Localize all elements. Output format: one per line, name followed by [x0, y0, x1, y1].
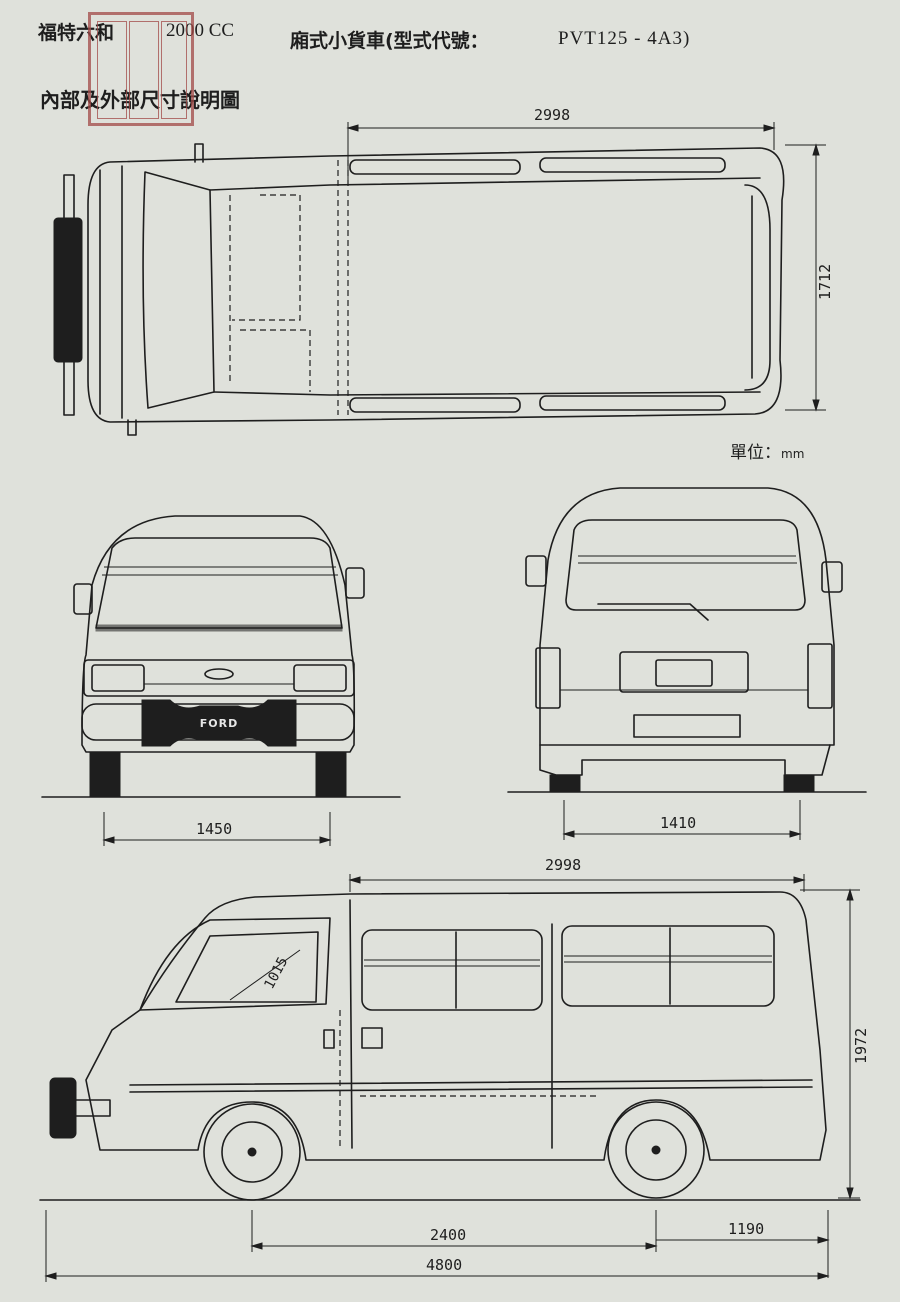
dim-top-width: 1712 [816, 264, 834, 300]
front-right-tyre [315, 751, 347, 797]
front-left-tyre [89, 751, 121, 797]
dim-overall-length: 4800 [426, 1256, 462, 1274]
rear-left-tyre [549, 774, 581, 792]
dim-wheelbase: 2400 [430, 1226, 466, 1244]
top-front-bumper-guard [53, 217, 83, 363]
engine-size: 2000 CC [166, 20, 235, 41]
rear-window [565, 519, 806, 611]
dim-windshield: 1015 [261, 955, 291, 992]
dim-rear-track: 1410 [660, 814, 696, 832]
dim-rear-overhang: 1190 [728, 1220, 764, 1238]
unit-label: 單位： [730, 443, 781, 463]
unit-note: 單位：mm [730, 438, 804, 463]
side-window-middle [361, 929, 543, 1011]
page-subtitle: 內部及外部尺寸說明圖 [40, 88, 240, 112]
side-windshield [139, 917, 331, 1011]
top-body-outline [87, 147, 785, 423]
side-window-rear [561, 925, 775, 1007]
red-seal-stamp [88, 12, 194, 126]
front-view: FORD 1450 [41, 515, 401, 846]
model-name: 廂式小貨車(型式代號： [290, 30, 489, 52]
front-body-outline [81, 515, 356, 753]
dim-front-track: 1450 [196, 820, 232, 838]
dim-side-cargo-length: 2998 [545, 856, 581, 874]
dim-top-length: 2998 [534, 106, 570, 124]
front-bumper-guard [141, 699, 297, 747]
ford-badge: FORD [200, 717, 238, 730]
side-bumper-guard [49, 1077, 77, 1139]
dim-height: 1972 [852, 1028, 870, 1064]
rear-right-tyre [783, 774, 815, 792]
unit-value: mm [781, 447, 805, 461]
rear-wiper [597, 603, 709, 621]
front-windshield [95, 537, 343, 629]
license-plate [655, 659, 713, 687]
model-code: PVT125 - 4A3) [558, 28, 691, 49]
top-view: 2998 1712 [53, 106, 834, 436]
brand-title: 福特六和 [38, 22, 115, 44]
rear-view: 1410 [507, 487, 867, 840]
rear-body-outline [539, 487, 835, 746]
rear-wheel [607, 1101, 705, 1199]
side-view: 2998 1972 1015 [39, 856, 870, 1282]
top-windshield [142, 171, 215, 409]
